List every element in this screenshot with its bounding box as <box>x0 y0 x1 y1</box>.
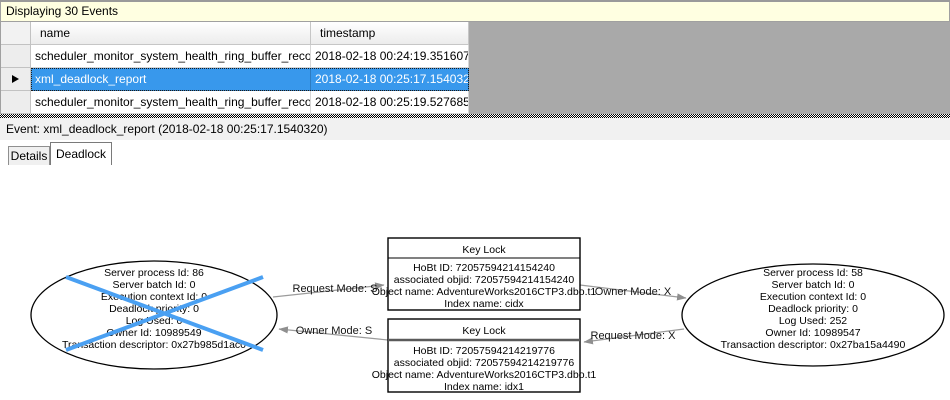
cell-timestamp[interactable]: 2018-02-18 00:24:19.3516078 <box>311 45 469 68</box>
cell-name[interactable]: scheduler_monitor_system_health_ring_buf… <box>31 45 311 68</box>
resource-line: HoBt ID: 72057594214219776 <box>413 345 555 357</box>
process-node-survivor[interactable]: Server process Id: 58 Server batch Id: 0… <box>681 263 945 367</box>
row-selector[interactable] <box>1 91 31 114</box>
resource-line: Index name: cidx <box>444 298 524 310</box>
process-line: Server batch Id: 0 <box>772 279 855 291</box>
resource-line: Object name: AdventureWorks2016CTP3.dbo.… <box>372 369 597 381</box>
selected-event-label: Event: xml_deadlock_report (2018-02-18 0… <box>6 122 328 136</box>
process-line: Server batch Id: 0 <box>113 279 196 291</box>
edge-request-s <box>272 282 385 298</box>
tab-details[interactable]: Details <box>8 146 50 165</box>
deadlock-graph: Server process Id: 86 Server batch Id: 0… <box>0 165 950 400</box>
process-line: Deadlock priority: 0 <box>768 303 858 315</box>
events-count-label: Displaying 30 Events <box>6 4 119 18</box>
resource-line: associated objid: 72057594214154240 <box>394 274 575 286</box>
resource-node-keylock-top[interactable]: Key Lock HoBt ID: 72057594214154240 asso… <box>372 237 597 311</box>
edge-label-owner-s: Owner Mode: S <box>296 325 372 337</box>
table-header-row: name timestamp <box>1 22 469 45</box>
cell-name[interactable]: scheduler_monitor_system_health_ring_buf… <box>31 91 311 114</box>
process-line: Execution context Id: 0 <box>760 291 866 303</box>
table-row[interactable]: scheduler_monitor_system_health_ring_buf… <box>1 91 469 114</box>
column-header-name[interactable]: name <box>31 22 311 45</box>
table-row-selected[interactable]: xml_deadlock_report 2018-02-18 00:25:17.… <box>1 68 469 91</box>
window-top-edge <box>0 0 950 2</box>
cell-timestamp[interactable]: 2018-02-18 00:25:19.5276859 <box>311 91 469 114</box>
edge-owner-x <box>579 284 687 301</box>
edge-label-request-x: Request Mode: X <box>591 330 677 342</box>
current-row-arrow-icon <box>12 75 19 83</box>
victim-cross-icon <box>65 275 264 352</box>
column-header-timestamp[interactable]: timestamp <box>311 22 469 45</box>
process-line: Server process Id: 86 <box>104 267 204 279</box>
cell-timestamp[interactable]: 2018-02-18 00:25:17.1540320 <box>311 68 469 91</box>
process-line: Log Used: 252 <box>779 315 847 327</box>
tab-strip: Details Deadlock <box>0 140 950 165</box>
row-selector-current[interactable] <box>1 68 31 91</box>
table-row[interactable]: scheduler_monitor_system_health_ring_buf… <box>1 45 469 68</box>
resource-line: associated objid: 72057594214219776 <box>394 357 575 369</box>
deadlock-graph-canvas: Server process Id: 86 Server batch Id: 0… <box>30 237 945 393</box>
process-line: Server process Id: 58 <box>763 267 863 279</box>
tab-deadlock[interactable]: Deadlock <box>50 142 112 165</box>
edge-request-x <box>583 328 685 345</box>
selected-event-bar: Event: xml_deadlock_report (2018-02-18 0… <box>0 118 950 140</box>
events-grid-region: name timestamp scheduler_monitor_system_… <box>0 22 950 114</box>
process-line: Transaction descriptor: 0x27ba15a4490 <box>721 339 906 351</box>
cell-name[interactable]: xml_deadlock_report <box>31 68 311 91</box>
resource-title: Key Lock <box>462 244 506 256</box>
process-line: Transaction descriptor: 0x27b985d1ac0 <box>62 339 246 351</box>
row-selector[interactable] <box>1 45 31 68</box>
events-count-bar: Displaying 30 Events <box>0 2 950 22</box>
process-node-victim[interactable]: Server process Id: 86 Server batch Id: 0… <box>30 260 278 370</box>
pane-splitter[interactable] <box>0 114 950 118</box>
resource-line: HoBt ID: 72057594214154240 <box>413 262 555 274</box>
process-line: Owner Id: 10989547 <box>765 327 860 339</box>
row-selector-header <box>1 22 31 45</box>
edge-label-owner-x: Owner Mode: X <box>595 286 672 298</box>
edge-owner-s <box>278 326 389 341</box>
resource-line: Object name: AdventureWorks2016CTP3.dbo.… <box>372 286 597 298</box>
resource-title: Key Lock <box>462 325 506 337</box>
resource-line: Index name: idx1 <box>444 381 524 393</box>
process-line: Owner Id: 10989549 <box>106 327 201 339</box>
resource-node-keylock-bottom[interactable]: Key Lock HoBt ID: 72057594214219776 asso… <box>372 318 597 393</box>
edge-label-request-s: Request Mode: S <box>293 283 378 295</box>
events-table: name timestamp scheduler_monitor_system_… <box>1 22 469 114</box>
